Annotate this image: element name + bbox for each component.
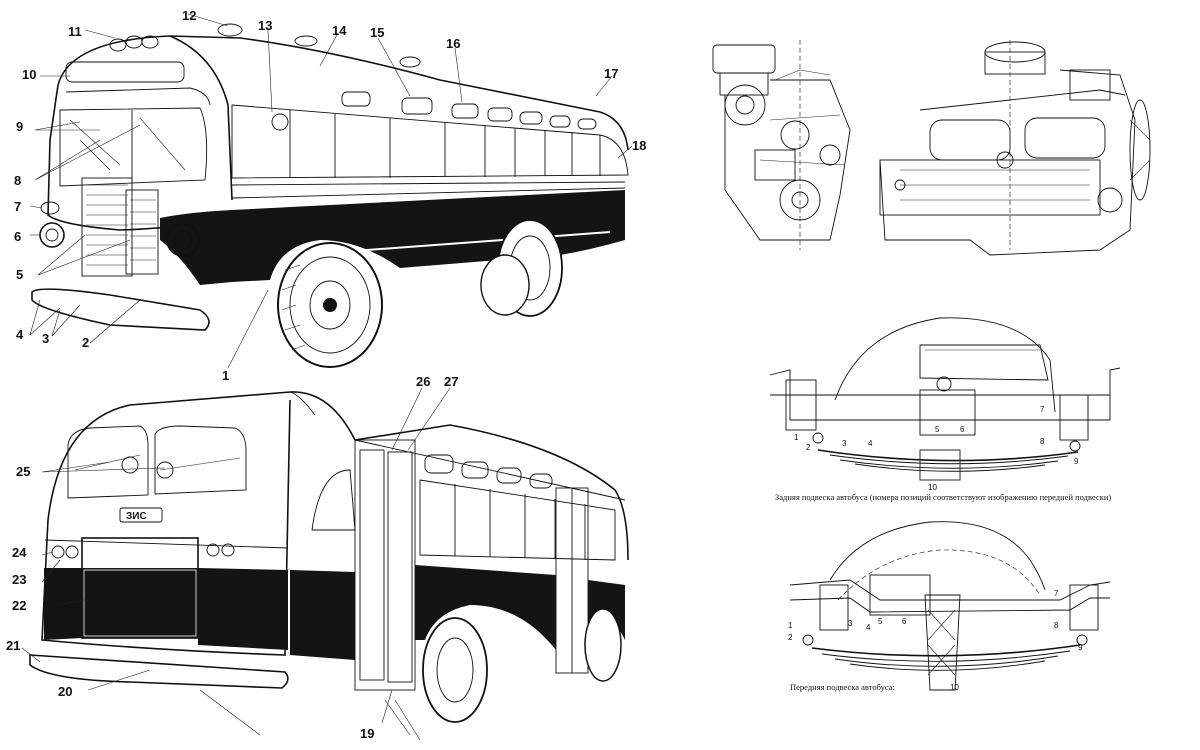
callout-22: 22 <box>12 598 26 613</box>
engine-front-view <box>712 40 851 250</box>
callout-14: 14 <box>332 23 347 38</box>
rear-leader-lines <box>21 387 451 724</box>
svg-text:4: 4 <box>868 439 873 448</box>
callout-16: 16 <box>446 36 460 51</box>
rear-suspension-caption: Задняя подвеска автобуса (номера позиций… <box>775 492 1111 502</box>
callout-27: 27 <box>444 374 458 389</box>
callout-25: 25 <box>16 464 30 479</box>
callout-6: 6 <box>14 229 21 244</box>
svg-text:4: 4 <box>866 623 871 632</box>
front-wheel <box>277 242 383 368</box>
callout-10: 10 <box>22 67 36 82</box>
svg-text:6: 6 <box>902 617 907 626</box>
callout-24: 24 <box>12 545 27 560</box>
svg-text:3: 3 <box>842 439 847 448</box>
lower-body-panel <box>232 190 625 282</box>
callout-15: 15 <box>370 25 384 40</box>
svg-text:2: 2 <box>806 443 811 452</box>
callout-26: 26 <box>416 374 430 389</box>
rear-side-windows <box>311 454 616 561</box>
badge-text: ЗИС <box>126 511 147 522</box>
front-suspension-caption: Передняя подвеска автобуса: <box>790 682 895 692</box>
svg-text:6: 6 <box>960 425 965 434</box>
svg-text:9: 9 <box>1074 457 1079 466</box>
callout-19: 19 <box>360 726 374 741</box>
callout-11: 11 <box>68 24 82 39</box>
rear-wheels <box>480 219 563 317</box>
callout-7: 7 <box>14 199 21 214</box>
side-doors <box>354 439 589 691</box>
engine-side-view <box>879 40 1151 256</box>
front-suspension-diagram: 1 2 3 4 5 6 7 8 9 10 Передняя подвеска а… <box>788 521 1111 692</box>
callout-17: 17 <box>604 66 618 81</box>
callout-18: 18 <box>632 138 646 153</box>
front-suspension-numbers: 1 2 3 4 5 6 7 8 9 10 <box>788 589 1083 692</box>
svg-text:1: 1 <box>788 621 793 630</box>
bus-rear-view: ЗИС <box>6 374 629 741</box>
rear-suspension-numbers: 1 2 3 4 5 6 7 8 9 10 <box>794 405 1079 492</box>
svg-text:5: 5 <box>878 617 883 626</box>
svg-text:3: 3 <box>848 619 853 628</box>
callout-5: 5 <box>16 267 23 282</box>
svg-text:7: 7 <box>1054 589 1059 598</box>
svg-text:8: 8 <box>1040 437 1045 446</box>
svg-text:5: 5 <box>935 425 940 434</box>
front-leader-lines <box>29 13 633 369</box>
callout-21: 21 <box>6 638 20 653</box>
rear-callouts: 19 20 21 22 23 24 25 26 27 <box>6 374 458 741</box>
svg-text:2: 2 <box>788 633 793 642</box>
bus-front-view: 1 2 3 4 5 6 7 8 9 10 11 12 13 14 15 16 1… <box>14 8 646 383</box>
callout-20: 20 <box>58 684 72 699</box>
callout-12: 12 <box>182 8 196 23</box>
svg-text:8: 8 <box>1054 621 1059 630</box>
side-vent-windows <box>341 91 597 130</box>
callout-1: 1 <box>222 368 229 383</box>
svg-text:10: 10 <box>950 683 959 692</box>
callout-4: 4 <box>16 327 24 342</box>
callout-23: 23 <box>12 572 26 587</box>
front-callouts: 1 2 3 4 5 6 7 8 9 10 11 12 13 14 15 16 1… <box>14 8 646 383</box>
callout-8: 8 <box>14 173 21 188</box>
side-windows <box>231 104 629 179</box>
rear-suspension-diagram: 1 2 3 4 5 6 7 8 9 10 Задняя подвеска авт… <box>769 317 1121 502</box>
rear-view-wheels <box>199 608 622 741</box>
svg-text:9: 9 <box>1078 643 1083 652</box>
roof-lamps <box>109 23 421 68</box>
zis-badge: ЗИС <box>119 507 163 523</box>
svg-text:1: 1 <box>794 433 799 442</box>
svg-text:7: 7 <box>1040 405 1045 414</box>
svg-text:10: 10 <box>928 483 937 492</box>
callout-13: 13 <box>258 18 272 33</box>
callout-3: 3 <box>42 331 49 346</box>
callout-9: 9 <box>16 119 23 134</box>
callout-2: 2 <box>82 335 89 350</box>
